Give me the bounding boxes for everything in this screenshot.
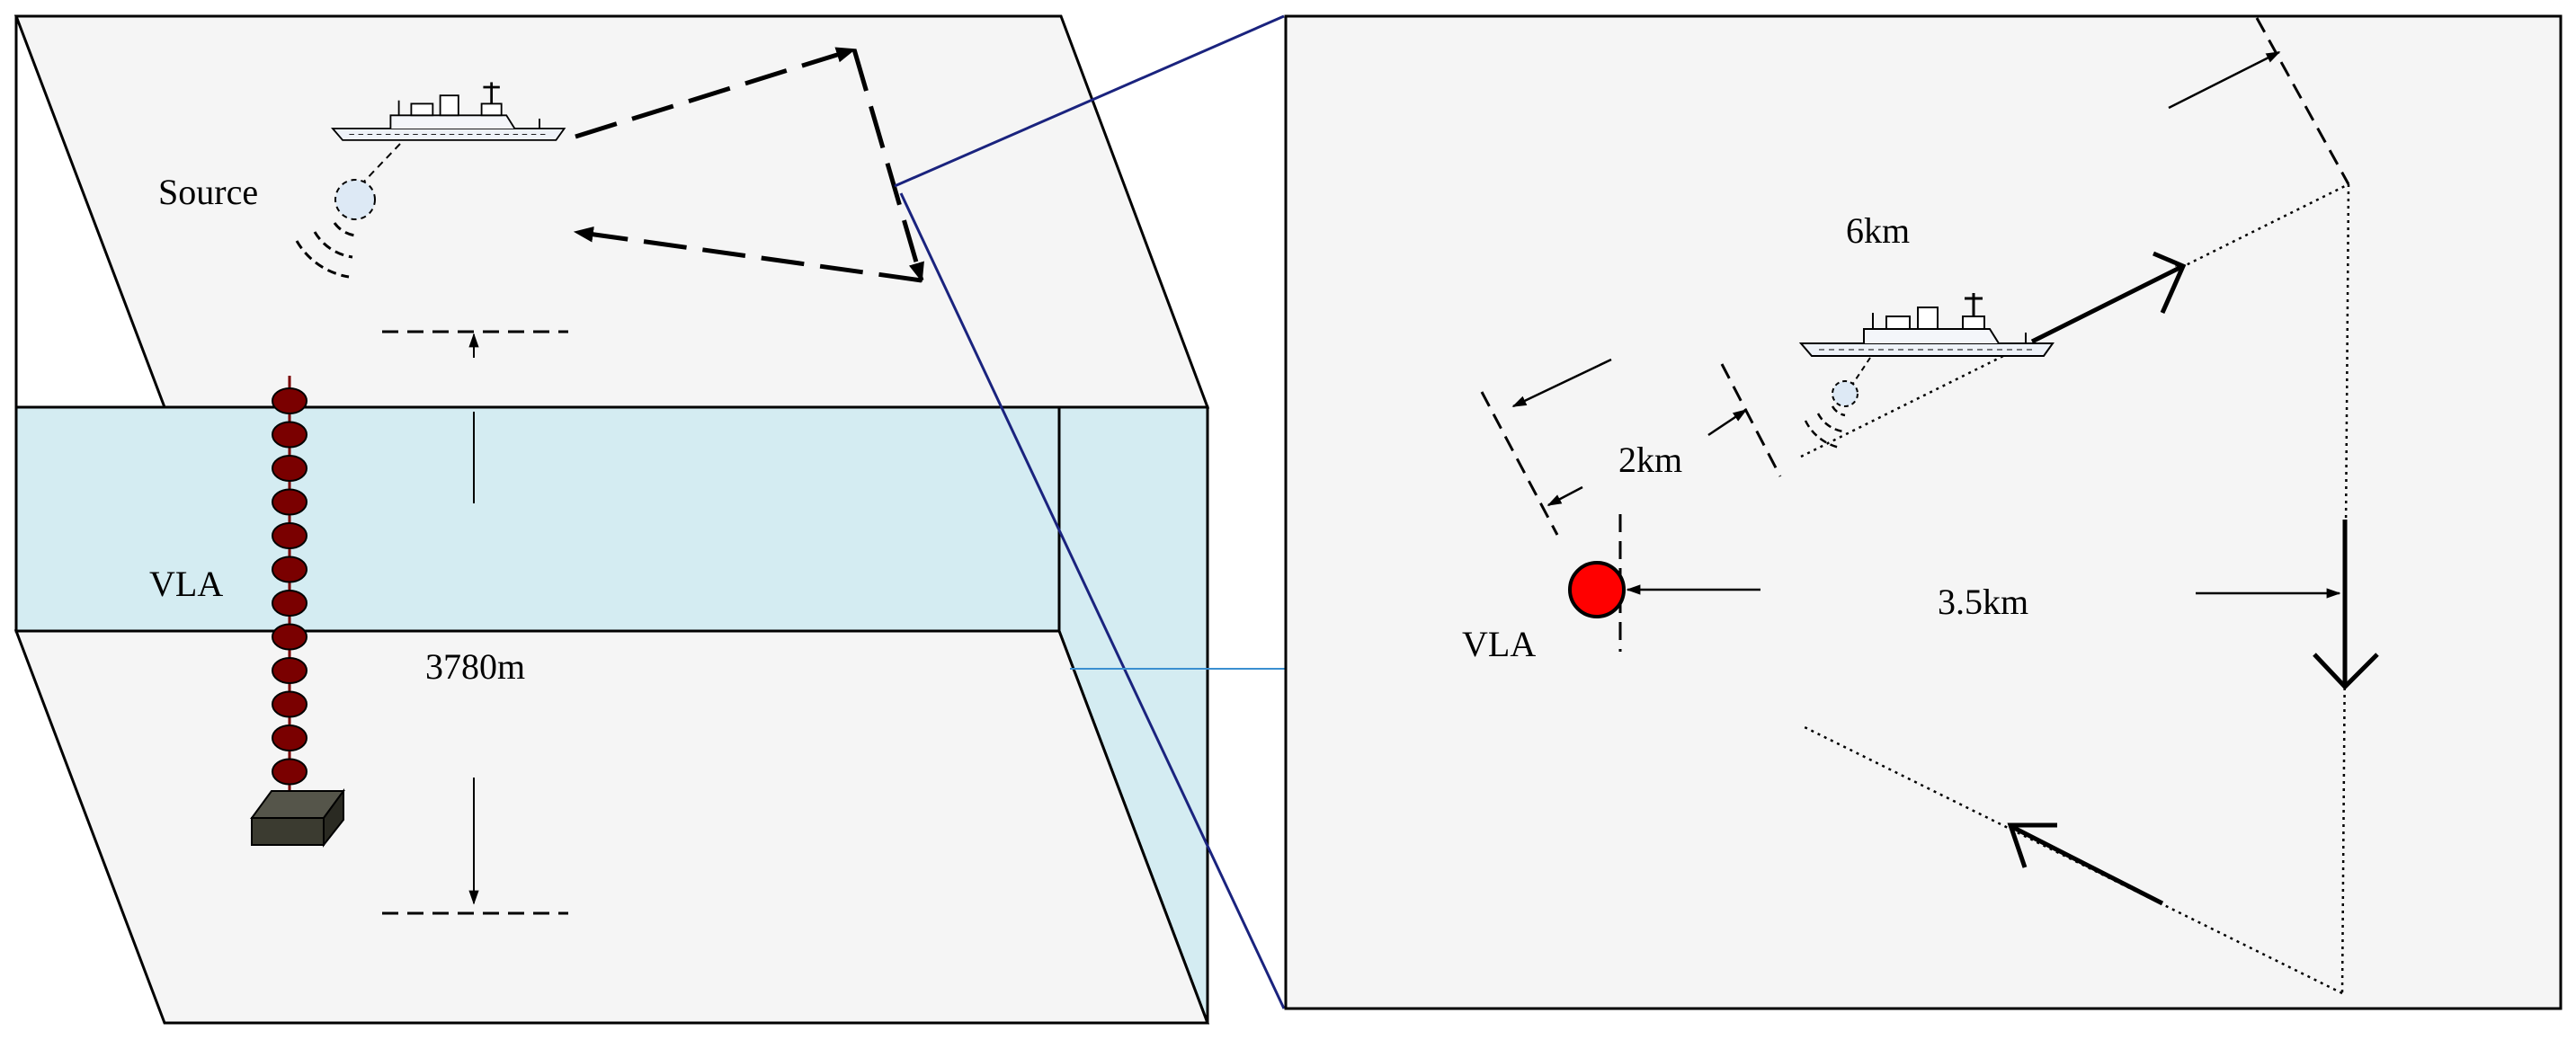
hydrophone-icon bbox=[272, 455, 308, 482]
vla-label-left: VLA bbox=[149, 564, 223, 604]
vla-marker-icon bbox=[1568, 561, 1626, 618]
vla-label-right: VLA bbox=[1462, 624, 1536, 664]
hydrophone-icon bbox=[272, 690, 308, 718]
hydrophone-icon bbox=[272, 387, 308, 414]
ocean-block bbox=[13, 14, 1210, 1025]
source-transducer bbox=[334, 179, 376, 220]
hydrophone-icon bbox=[272, 657, 308, 684]
hydrophone-icon bbox=[272, 590, 308, 617]
hydrophone-icon bbox=[272, 522, 308, 549]
distance-6km-label: 6km bbox=[1846, 210, 1910, 251]
anchor-block-icon bbox=[250, 787, 345, 848]
direction-arrows bbox=[2007, 251, 2379, 906]
vertical-line-array bbox=[250, 376, 345, 848]
distance-2km-label: 2km bbox=[1618, 440, 1682, 480]
dimension-3-5km bbox=[1626, 584, 2341, 599]
hydrophone-icon bbox=[272, 623, 308, 651]
sound-wave-icon bbox=[1804, 405, 1846, 449]
dimension-6km bbox=[2168, 17, 2350, 185]
water-column-front bbox=[14, 405, 1061, 633]
depth-indicator bbox=[382, 330, 568, 915]
top-view-panel bbox=[1284, 14, 2563, 1010]
seabed-plane bbox=[13, 629, 1210, 1025]
hydrophone-icon bbox=[272, 556, 308, 583]
ship-trajectory-left bbox=[573, 47, 924, 283]
depth-label: 3780m bbox=[425, 646, 525, 687]
source-transducer-top bbox=[1832, 380, 1858, 407]
hydrophone-icon bbox=[272, 488, 308, 516]
hydrophone-icon bbox=[272, 724, 308, 751]
hydrophone-icon bbox=[272, 758, 308, 786]
distance-3-5km-label: 3.5km bbox=[1938, 582, 2028, 622]
hydrophone-stack bbox=[272, 387, 308, 786]
dimension-2km bbox=[1480, 358, 1782, 536]
source-label: Source bbox=[158, 172, 258, 212]
hydrophone-icon bbox=[272, 421, 308, 449]
sound-wave-icon bbox=[295, 222, 356, 279]
